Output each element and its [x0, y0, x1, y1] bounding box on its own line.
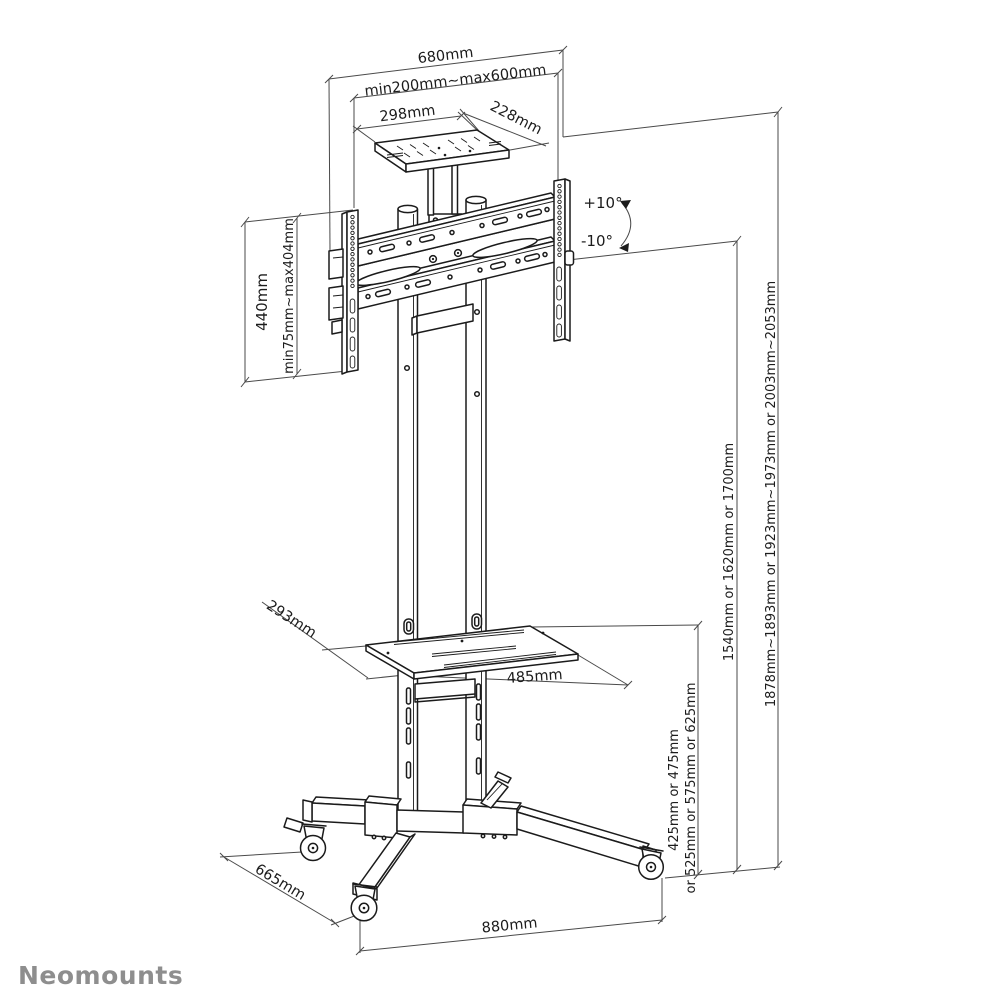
- dim-label-base-width: 880mm: [481, 915, 538, 936]
- castor-base: [283, 771, 665, 922]
- top-tray: [374, 129, 510, 173]
- brand-logo: Neomounts: [18, 961, 183, 990]
- dim-label-vesa-height-range: min75mm~max404mm: [282, 218, 297, 374]
- dim-label-shelf-depth: 293mm: [263, 598, 319, 642]
- dim-label-shelf-height-line2: or 525mm or 575mm or 625mm: [684, 683, 699, 894]
- dim-label-tilt-up: +10°: [583, 194, 622, 212]
- dim-label-tilt-down: -10°: [581, 232, 613, 250]
- stand-drawing: [283, 129, 665, 922]
- dim-label-base-depth: 665mm: [252, 861, 308, 904]
- tilt-clamp: [328, 248, 575, 336]
- dim-label-shelf-height-line1: 425mm or 475mm: [667, 729, 682, 851]
- dim-label-bracket-height: 440mm: [253, 273, 271, 331]
- dim-label-shelf-width: 485mm: [506, 667, 563, 687]
- dimension-lines: [219, 45, 783, 956]
- vesa-strip-left: [341, 209, 359, 375]
- dim-label-vesa-width-range: min200mm~max600mm: [364, 62, 548, 100]
- dim-label-total-height: 1878mm~1893mm or 1923mm~1973mm or 2003mm…: [764, 281, 779, 707]
- equipment-shelf: [365, 613, 579, 703]
- dim-label-pole-height: 1540mm or 1620mm or 1700mm: [722, 443, 737, 661]
- dim-label-tray-depth: 228mm: [487, 99, 544, 139]
- dim-label-bracket-total-width: 680mm: [417, 45, 474, 67]
- dim-label-tray-width: 298mm: [379, 103, 436, 126]
- vesa-strip-right: [553, 178, 571, 342]
